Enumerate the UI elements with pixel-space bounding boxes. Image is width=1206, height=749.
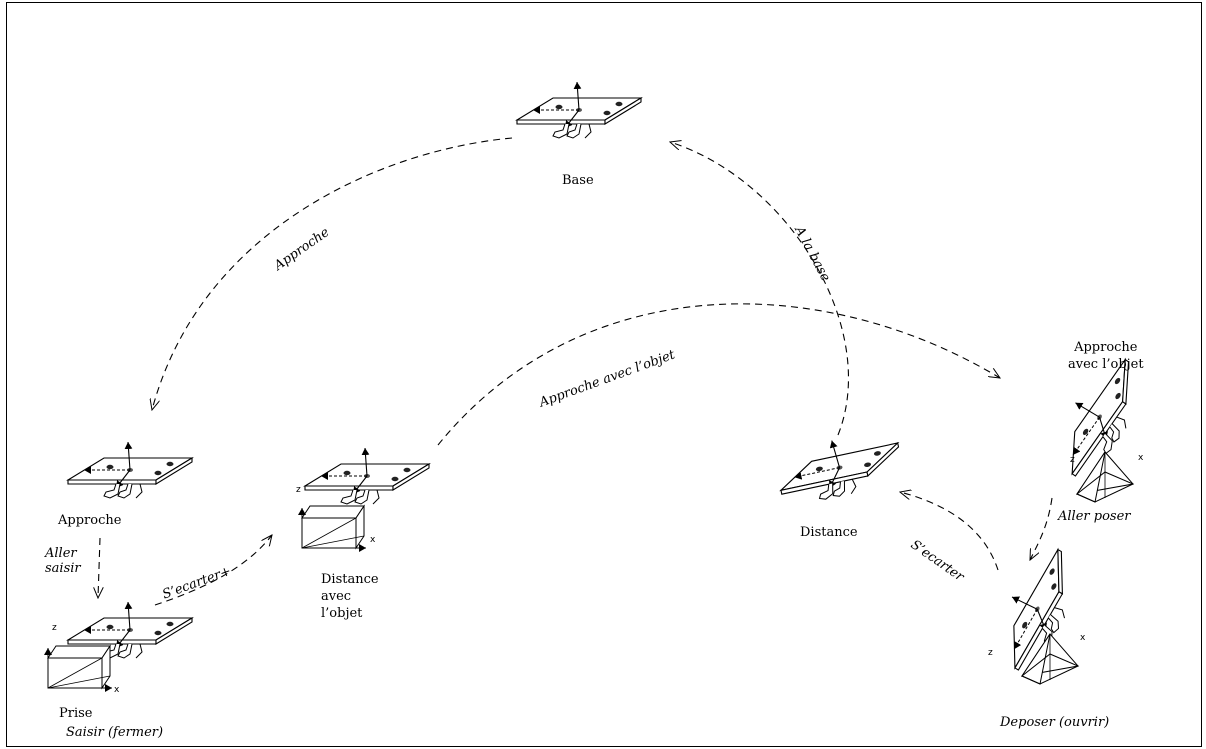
axis-x-prise: x: [114, 685, 120, 695]
axis-z-prise: z: [52, 623, 57, 633]
node-sublabel-deposer-ouvrir: Deposer (ouvrir): [1000, 715, 1110, 730]
edge-label-aller-saisir: Aller saisir: [45, 546, 81, 576]
edge-label-aller-saisir-line-1: Aller: [45, 546, 77, 561]
node-label-approche: Approche: [58, 513, 122, 528]
gripper-distance-objet: [305, 448, 429, 504]
node-label-distance-objet-line-2: avec: [321, 589, 352, 604]
object-box-distance: [302, 506, 366, 548]
edge-approche: [152, 137, 513, 410]
node-label-base: Base: [562, 173, 594, 188]
edge-aller-saisir: [98, 537, 100, 598]
diagram-frame: [6, 2, 1202, 747]
node-label-distance-objet-line-1: Distance: [321, 572, 379, 587]
axis-z-approche-objet: z: [1070, 455, 1075, 465]
node-label-distance-objet-line-3: l’objet: [321, 606, 363, 621]
edge-label-aller-poser: Aller poser: [1058, 509, 1131, 524]
axis-z-deposer: z: [988, 648, 993, 658]
edge-s-ecarter: [900, 492, 999, 571]
object-box-prise: [48, 646, 112, 688]
node-label-distance-objet: Distance avec l’objet: [321, 571, 379, 622]
node-label-approche-objet: Approche avec l’objet: [1068, 339, 1144, 373]
edge-aller-poser: [1030, 497, 1053, 560]
edge-s-ecarter-plus: [154, 535, 272, 606]
axis-x-approche-objet: x: [1138, 453, 1144, 463]
gripper-base: [517, 82, 641, 138]
node-label-approche-objet-line-2: avec l’objet: [1068, 357, 1144, 372]
axis-x-distance: x: [370, 535, 376, 545]
axis-z-distance: z: [296, 485, 301, 495]
gripper-approche: [68, 442, 192, 498]
node-label-distance: Distance: [800, 525, 858, 540]
node-sublabel-saisir-fermer: Saisir (fermer): [66, 725, 164, 740]
axis-x-deposer: x: [1080, 633, 1086, 643]
gripper-distance: [773, 427, 906, 508]
edge-label-aller-saisir-line-2: saisir: [45, 561, 81, 576]
node-label-prise: Prise: [59, 706, 93, 721]
node-label-approche-objet-line-1: Approche: [1074, 340, 1138, 355]
edge-a-la-base: [670, 142, 849, 436]
edge-approche-avec-objet: [437, 303, 1000, 446]
